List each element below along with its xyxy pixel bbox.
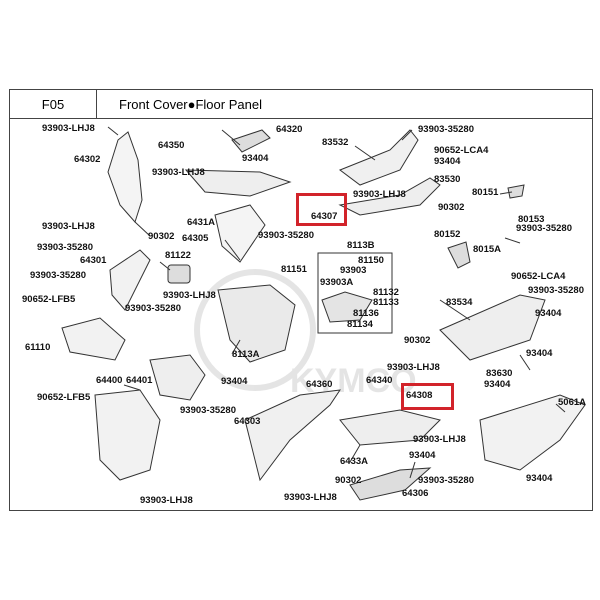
part-label: 93903-35280: [30, 270, 86, 281]
section-code: F05: [9, 89, 97, 119]
part-label: 64340: [366, 375, 393, 386]
part-label: 90652-LFB5: [22, 294, 76, 305]
part-label: 90652-LFB5: [37, 392, 91, 403]
part-label: 93903-LHJ8: [284, 492, 337, 503]
highlight-box-64308: [401, 383, 454, 410]
part-label: 90652-LCA4: [511, 271, 566, 282]
part-label: 6431A: [187, 217, 215, 228]
part-label: 81150: [358, 255, 384, 266]
part-label: 93903-35280: [516, 223, 572, 234]
part-label: 8113A: [232, 349, 260, 360]
part-label: 8113B: [347, 240, 375, 251]
part-label: 93404: [409, 450, 436, 461]
part-label: 93903-LHJ8: [353, 189, 406, 200]
part-label: 90652-LCA4: [434, 145, 489, 156]
side-cover-83532: [338, 129, 419, 186]
part-label: 81134: [347, 319, 373, 330]
part-label: 93404: [484, 379, 511, 390]
part-label: 81133: [373, 297, 399, 308]
part-label: 80153: [518, 214, 545, 225]
floor-grille-64400: [94, 389, 161, 481]
part-label: 8015A: [473, 244, 501, 255]
part-label: 93903-LHJ8: [152, 167, 205, 178]
part-label: 93903-35280: [258, 230, 314, 241]
part-label: 64400: [96, 375, 123, 386]
part-label: 81136: [353, 308, 379, 319]
section-title: Front Cover●Floor Panel: [97, 89, 593, 119]
highlight-box-64307: [296, 193, 347, 226]
part-label: 80152: [434, 229, 461, 240]
panel-64301: [109, 249, 151, 311]
floor-panel-83630: [479, 394, 586, 471]
panel-64401: [149, 354, 206, 401]
part-label: 93404: [526, 348, 553, 359]
inner-cover-8113A: [217, 284, 296, 363]
part-81122: [167, 264, 191, 284]
part-label: 93903-LHJ8: [387, 362, 440, 373]
part-label: 6433A: [340, 456, 368, 467]
part-label: 81122: [165, 250, 191, 261]
watermark-text: KYMCO: [290, 362, 417, 400]
part-label: 90302: [438, 202, 465, 213]
part-label: 83630: [486, 368, 513, 379]
trim-64320: [231, 129, 271, 153]
grille-61110: [61, 317, 126, 361]
inner-cover-6431A: [214, 204, 266, 263]
part-label: 93903-35280: [418, 475, 474, 486]
part-label: 93903-35280: [180, 405, 236, 416]
part-label: 93903-35280: [37, 242, 93, 253]
part-label: 64302: [74, 154, 101, 165]
part-label: 93404: [535, 308, 562, 319]
side-cover-83530: [338, 177, 441, 216]
panel-64306: [349, 467, 432, 501]
part-label: 83530: [434, 174, 461, 185]
part-label: 93903-LHJ8: [42, 221, 95, 232]
part-label: 64306: [402, 488, 429, 499]
part-label: 64308: [406, 390, 433, 401]
watermark-logo: KYMCO: [194, 269, 417, 400]
part-label: 61110: [25, 342, 51, 353]
part-label: 93404: [434, 156, 461, 167]
part-label: 5061A: [558, 397, 586, 408]
front-cover-center: [184, 169, 292, 197]
part-label: 83532: [322, 137, 349, 148]
part-label: 81132: [373, 287, 399, 298]
part-label: 93903: [340, 265, 367, 276]
part-label: 93903-35280: [528, 285, 584, 296]
part-label: 93903-LHJ8: [163, 290, 216, 301]
part-label: 64303: [234, 416, 261, 427]
rail-83534: [439, 294, 546, 361]
part-label: 81151: [281, 264, 307, 275]
front-cover-left: [107, 131, 143, 223]
bracket-80151: [507, 184, 525, 199]
part-label: 93903-35280: [125, 303, 181, 314]
part-label: 90302: [148, 231, 175, 242]
part-label: 93404: [242, 153, 269, 164]
part-label: 80151: [472, 187, 499, 198]
part-label: 90302: [335, 475, 362, 486]
part-label: 64305: [182, 233, 209, 244]
part-label: 93903-LHJ8: [413, 434, 466, 445]
lower-cover-6433A: [339, 409, 441, 446]
part-label: 64307: [311, 211, 338, 222]
part-label: 83534: [446, 297, 473, 308]
part-label: 64350: [158, 140, 185, 151]
part-label: 64301: [80, 255, 107, 266]
bracket-80152: [447, 241, 471, 269]
part-label: 93903-LHJ8: [42, 123, 95, 134]
part-label: 93903A: [320, 277, 354, 288]
part-label: 90302: [404, 335, 431, 346]
side-panel-64303: [244, 389, 342, 482]
part-label: 64320: [276, 124, 303, 135]
part-label: 64401: [126, 375, 153, 386]
part-label: 93404: [526, 473, 553, 484]
part-label: 93903-LHJ8: [140, 495, 193, 506]
part-label: 64360: [306, 379, 333, 390]
part-label: 93404: [221, 376, 248, 387]
part-label: 93903-35280: [418, 124, 474, 135]
